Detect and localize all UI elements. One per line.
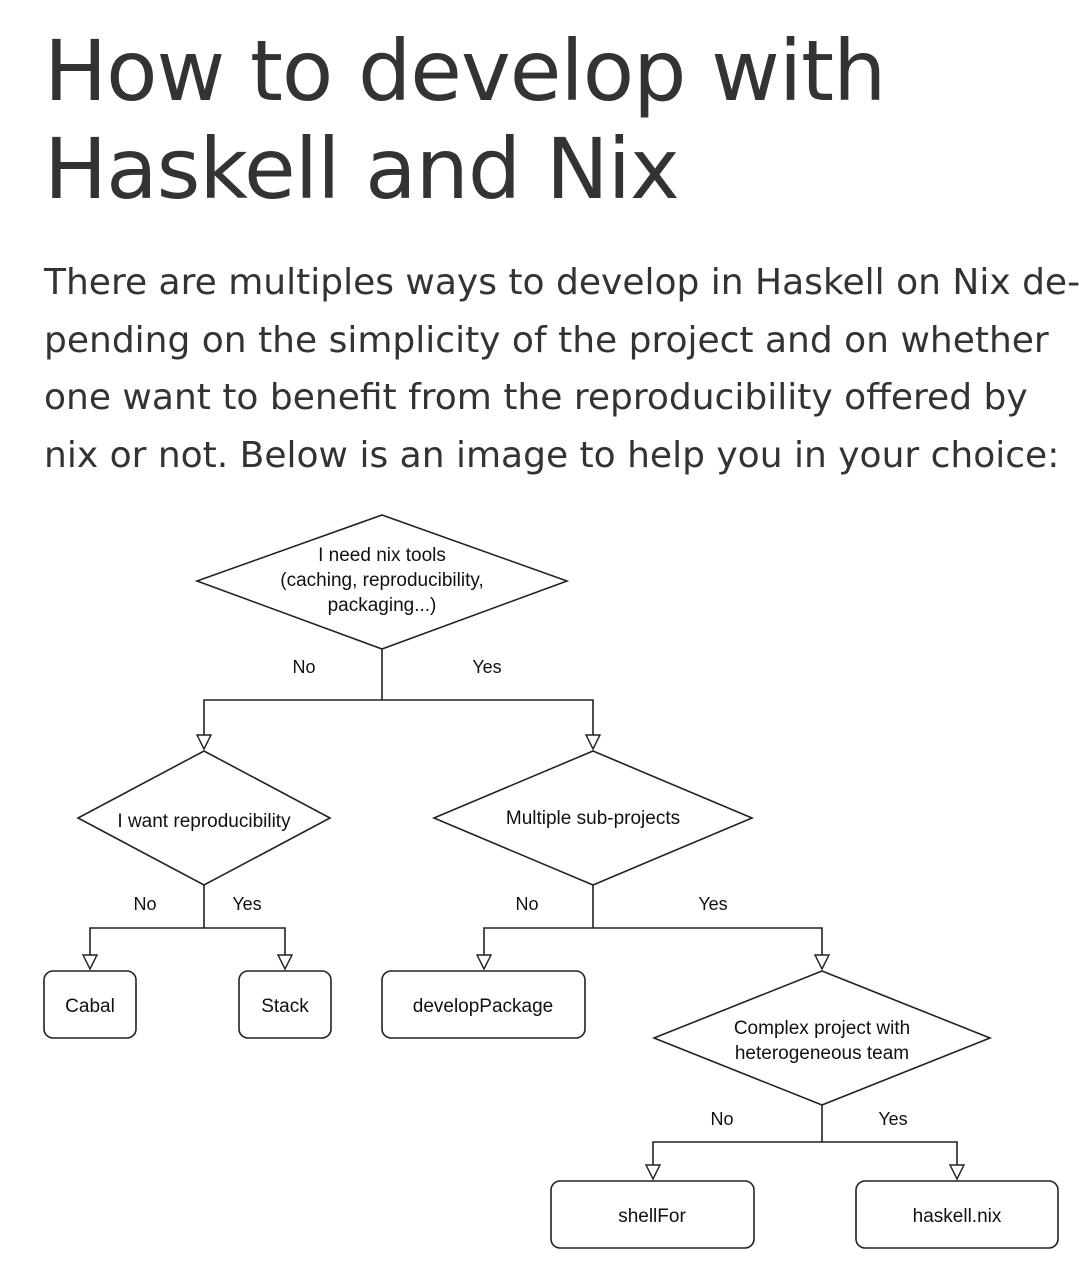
edge-label-complex-yes: Yes: [878, 1109, 907, 1129]
complex-team-text-1: Complex project with: [734, 1018, 910, 1039]
diamond-complex-team: [651, 970, 993, 1106]
flowchart-connectors: [89, 649, 958, 1165]
decision-subprojects: Multiple sub-projects: [431, 750, 755, 886]
arrowhead-haskell-nix: [948, 1164, 966, 1181]
complex-team-text-2: heterogeneous team: [735, 1043, 909, 1064]
edge-label-sub-yes: Yes: [698, 894, 727, 914]
subprojects-text: Multiple sub-projects: [506, 808, 680, 829]
connector-nix-no: [203, 699, 382, 735]
box-haskell-nix: [855, 1180, 1059, 1249]
page-title: How to develop with Haskell and Nix: [44, 22, 1044, 218]
intro-line-3: one want to benefit from the reproducibi…: [44, 377, 1028, 418]
edge-label-sub-no: No: [515, 894, 538, 914]
outcome-cabal: Cabal: [43, 970, 137, 1039]
arrowhead-develop-package: [475, 954, 493, 971]
stack-label: Stack: [261, 996, 309, 1017]
page-title-line-2: Haskell and Nix: [44, 120, 680, 218]
arrowhead-subprojects: [584, 734, 602, 751]
box-cabal: [43, 970, 137, 1039]
page-title-line-1: How to develop with: [44, 22, 886, 120]
intro-line-1: There are multiples ways to develop in H…: [44, 262, 1079, 303]
box-stack: [238, 970, 332, 1039]
nix-tools-text-2: (caching, reproducibility,: [280, 570, 483, 591]
shell-for-label: shellFor: [618, 1206, 686, 1227]
flowchart-arrowheads: [81, 734, 966, 1181]
connector-repro-yes: [204, 927, 286, 955]
connector-complex-yes: [822, 1141, 958, 1165]
diamond-subprojects: [431, 750, 755, 886]
outcome-develop-package: developPackage: [381, 970, 586, 1039]
haskell-nix-label: haskell.nix: [913, 1206, 1002, 1227]
cabal-label: Cabal: [65, 996, 115, 1017]
connector-nix-yes: [382, 699, 594, 735]
reproducibility-text: I want reproducibility: [117, 811, 291, 832]
connector-sub-yes: [593, 927, 823, 955]
edge-label-nix-no: No: [292, 657, 315, 677]
decision-complex-team: Complex project with heterogeneous team: [651, 970, 993, 1106]
edge-label-repro-yes: Yes: [232, 894, 261, 914]
decision-reproducibility: I want reproducibility: [76, 750, 332, 886]
outcome-haskell-nix: haskell.nix: [855, 1180, 1059, 1249]
connector-repro-no: [89, 927, 204, 955]
box-shell-for: [550, 1180, 755, 1249]
outcome-shell-for: shellFor: [550, 1180, 755, 1249]
arrowhead-complex: [813, 954, 831, 971]
intro-line-4: nix or not. Below is an image to help yo…: [44, 434, 1060, 476]
intro-paragraph: There are multiples ways to develop in H…: [44, 254, 1079, 484]
edge-label-nix-yes: Yes: [472, 657, 501, 677]
outcome-stack: Stack: [238, 970, 332, 1039]
diamond-reproducibility: [76, 750, 332, 886]
nix-tools-text-3: packaging...): [328, 595, 437, 616]
diamond-nix-tools: [194, 514, 570, 650]
nix-tools-text-1: I need nix tools: [318, 545, 446, 566]
edge-label-complex-no: No: [710, 1109, 733, 1129]
decision-nix-tools: I need nix tools (caching, reproducibili…: [194, 514, 570, 650]
box-develop-package: [381, 970, 586, 1039]
intro-line-2: pending on the simplicity of the project…: [44, 319, 1049, 361]
edge-label-repro-no: No: [133, 894, 156, 914]
arrowhead-repro: [195, 734, 213, 751]
arrowhead-stack: [276, 954, 294, 971]
flowchart-edge-labels: No Yes No Yes No Yes No Yes: [133, 657, 907, 1129]
connector-complex-no: [652, 1141, 822, 1165]
arrowhead-cabal: [81, 954, 99, 971]
connector-sub-no: [483, 927, 593, 955]
arrowhead-shell-for: [644, 1164, 662, 1181]
develop-package-label: developPackage: [413, 996, 554, 1017]
